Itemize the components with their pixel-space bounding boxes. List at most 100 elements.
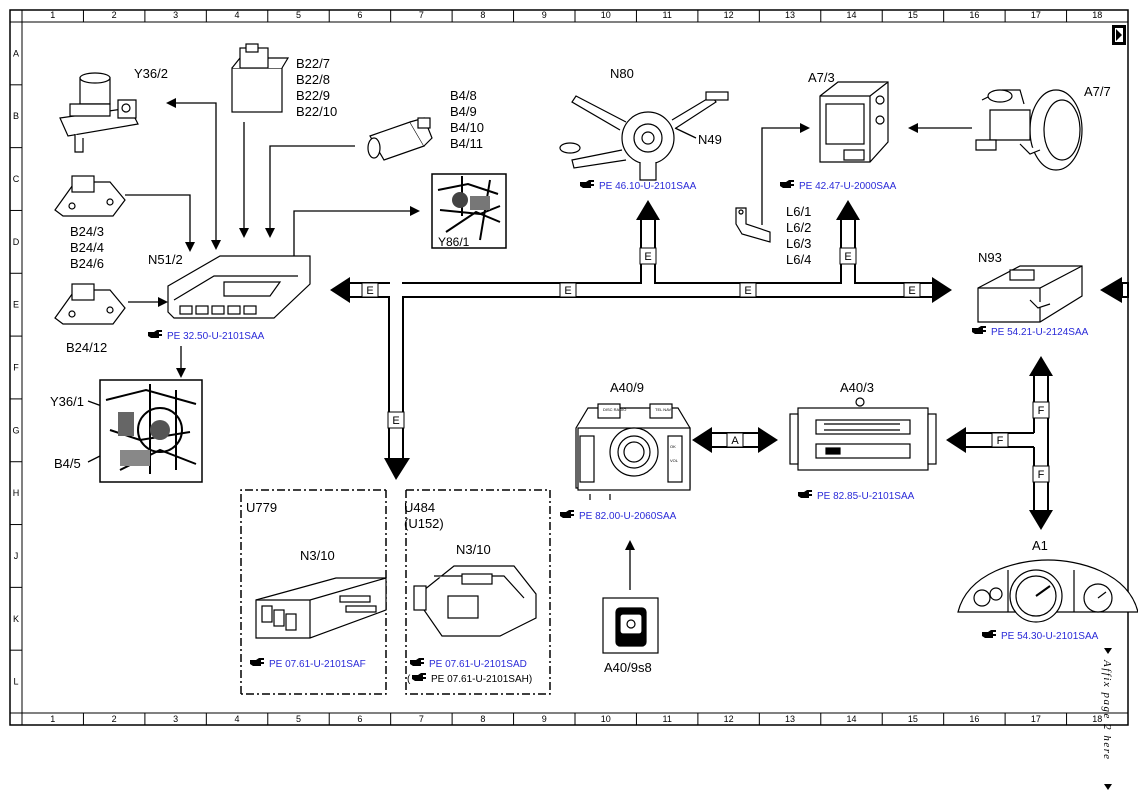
hand-pointer-icon	[780, 180, 794, 188]
grid-col-9-bottom: 9	[542, 714, 547, 724]
label-l6-1: L6/1	[786, 204, 811, 219]
ref-a7-3[interactable]: PE 42.47-U-2000SAA	[780, 180, 897, 192]
l6-sensor	[735, 207, 771, 243]
b22-switch	[231, 43, 290, 113]
label-n3-10-right: N3/10	[456, 542, 491, 557]
grid-row-D: D	[13, 237, 20, 247]
a40-9-disc-radio: DISC RADIO	[603, 407, 626, 412]
grid-col-11-top: 11	[662, 10, 671, 20]
ref-n93[interactable]: PE 54.21-U-2124SAA	[972, 326, 1089, 338]
n3-10-left-module	[255, 577, 387, 639]
hand-pointer-icon	[972, 326, 986, 334]
ref-u152-text: PE 07.61-U-2101SAH)	[431, 674, 532, 685]
grid-col-5-bottom: 5	[296, 714, 301, 724]
grid-col-12-bottom: 12	[724, 714, 734, 724]
bus-f: F F F	[946, 356, 1053, 530]
arrow-down-icon	[1104, 648, 1112, 654]
reference-links[interactable]: PE 32.50-U-2101SAA PE 46.10-U-2101SAA PE…	[148, 180, 1099, 685]
label-y36-2: Y36/2	[134, 66, 168, 81]
a40-9s8-button	[602, 597, 659, 654]
label-b24-12: B24/12	[66, 340, 107, 355]
affix-note-text: Affix page 2 here	[1101, 659, 1113, 761]
label-y86-1: Y86/1	[438, 235, 470, 249]
bus-e-label-3: E	[744, 285, 751, 297]
grid-columns: 1122334455667788991010111112121313141415…	[50, 10, 1102, 725]
grid-col-5-top: 5	[296, 10, 301, 20]
a7-3-unit	[819, 81, 889, 163]
grid-col-3-top: 3	[173, 10, 178, 20]
grid-col-1-top: 1	[50, 10, 55, 20]
grid-col-12-top: 12	[724, 10, 734, 20]
label-b22-7: B22/7	[296, 56, 330, 71]
grid-col-18-bottom: 18	[1092, 714, 1102, 724]
grid-row-G: G	[12, 425, 19, 435]
ref-n80[interactable]: PE 46.10-U-2101SAA	[580, 180, 697, 192]
label-y36-1: Y36/1	[50, 394, 84, 409]
ref-a40-3-text: PE 82.85-U-2101SAA	[817, 491, 915, 502]
grid-col-10-top: 10	[601, 10, 611, 20]
grid-col-3-bottom: 3	[173, 714, 178, 724]
label-n80: N80	[610, 66, 634, 81]
ref-u152[interactable]: ( PE 07.61-U-2101SAH)	[407, 673, 532, 685]
ref-a40-9[interactable]: PE 82.00-U-2060SAA	[560, 510, 677, 522]
grid-col-17-bottom: 17	[1031, 714, 1041, 724]
n93-module	[977, 265, 1083, 323]
label-a40-3: A40/3	[840, 380, 874, 395]
grid-col-15-top: 15	[908, 10, 918, 20]
label-b24-3: B24/3	[70, 224, 104, 239]
bus-a-label: A	[731, 435, 739, 447]
grid-row-E: E	[13, 300, 19, 310]
bus-e-main	[330, 200, 1129, 480]
a40-9-tel-navi: TEL NAVI	[655, 407, 672, 412]
label-a7-3: A7/3	[808, 70, 835, 85]
bus-e-label-4: E	[908, 285, 915, 297]
grid-col-6-bottom: 6	[357, 714, 362, 724]
arrow-down-icon	[1104, 784, 1112, 790]
label-b4-10: B4/10	[450, 120, 484, 135]
grid-row-F: F	[13, 363, 19, 373]
hand-pointer-icon	[580, 180, 594, 188]
hand-pointer-icon	[410, 658, 424, 666]
grid-col-8-bottom: 8	[480, 714, 485, 724]
label-u484: U484	[404, 500, 435, 515]
ref-u779-text: PE 07.61-U-2101SAF	[269, 659, 366, 670]
ref-a1[interactable]: PE 54.30-U-2101SAA	[982, 630, 1099, 642]
label-b24-6: B24/6	[70, 256, 104, 271]
label-a40-9: A40/9	[610, 380, 644, 395]
label-a7-7: A7/7	[1084, 84, 1111, 99]
label-b22-8: B22/8	[296, 72, 330, 87]
label-b22-10: B22/10	[296, 104, 337, 119]
ref-a40-3[interactable]: PE 82.85-U-2101SAA	[798, 490, 915, 502]
ref-u779[interactable]: PE 07.61-U-2101SAF	[250, 658, 366, 670]
label-n49: N49	[698, 132, 722, 147]
thin-connectors	[87, 98, 972, 590]
grid-col-14-top: 14	[846, 10, 856, 20]
hand-pointer-icon	[412, 673, 426, 681]
n80-switch	[559, 91, 729, 181]
ref-u484[interactable]: PE 07.61-U-2101SAD	[410, 658, 527, 670]
grid-row-C: C	[13, 174, 20, 184]
label-b4-5: B4/5	[54, 456, 81, 471]
grid-col-13-top: 13	[785, 10, 795, 20]
b4-sensor	[367, 117, 433, 161]
bus-e-label-7: E	[392, 415, 399, 427]
label-b22-9: B22/9	[296, 88, 330, 103]
grid-col-16-top: 16	[969, 10, 979, 20]
label-l6-4: L6/4	[786, 252, 811, 267]
hand-pointer-icon	[148, 330, 162, 338]
grid-col-16-bottom: 16	[969, 714, 979, 724]
label-a40-9s8: A40/9s8	[604, 660, 652, 675]
grid-col-2-top: 2	[112, 10, 117, 20]
y36-2-valve	[59, 72, 139, 153]
label-u152: (U152)	[404, 516, 444, 531]
ref-n51-2[interactable]: PE 32.50-U-2101SAA	[148, 330, 265, 342]
grid-col-7-top: 7	[419, 10, 424, 20]
grid-col-10-bottom: 10	[601, 714, 611, 724]
grid-col-8-top: 8	[480, 10, 485, 20]
label-b4-8: B4/8	[450, 88, 477, 103]
ref-u484-text: PE 07.61-U-2101SAD	[429, 659, 527, 670]
grid-col-4-top: 4	[235, 10, 240, 20]
ref-a1-text: PE 54.30-U-2101SAA	[1001, 631, 1099, 642]
